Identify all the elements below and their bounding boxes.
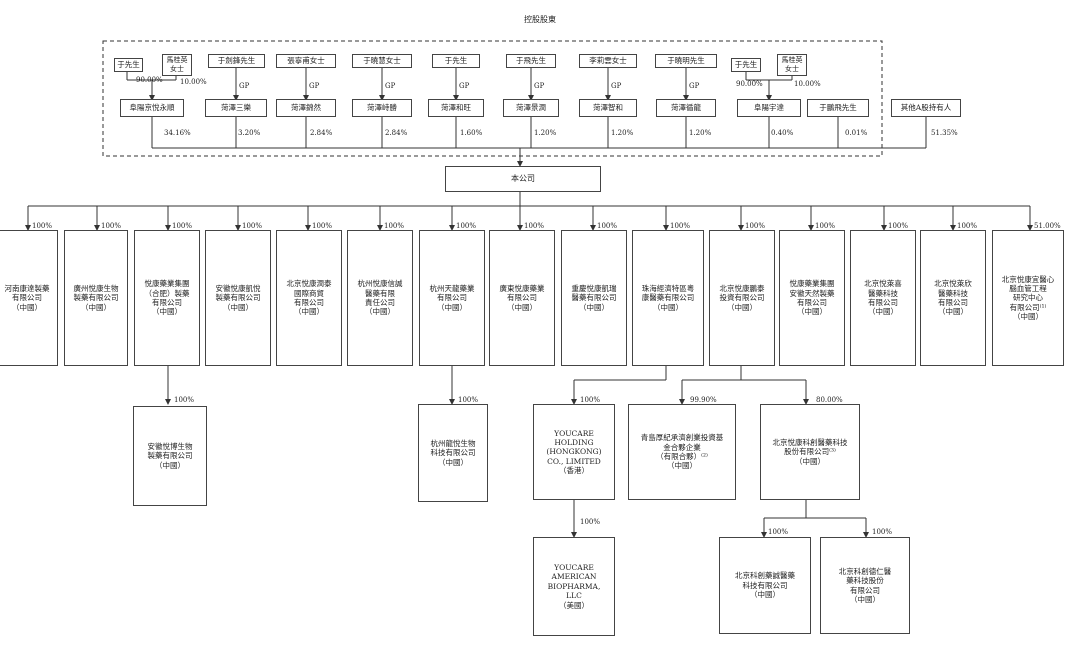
ownership-percent: 34.16% (164, 129, 191, 137)
subsidiary-box: 杭州天龍藥業 有限公司 （中國） (419, 230, 485, 366)
shareholder-box: 于先生 (114, 58, 143, 72)
ownership-percent: 2.84% (310, 129, 333, 137)
page-title: 控股股東 (524, 15, 556, 24)
ownership-percent: 10.00% (180, 78, 207, 86)
entity-box: 杭州龍悅生物 科技有限公司 （中國） (418, 404, 488, 502)
ownership-percent: 100% (174, 396, 195, 404)
subsidiary-box: 北京悅康宜醫心 腦血管工程 研究中心 有限公司⁽¹⁾ （中國） (992, 230, 1064, 366)
ownership-percent: 90.00% (136, 76, 163, 84)
gp-label: GP (239, 82, 250, 90)
gp-label: GP (309, 82, 320, 90)
ownership-percent: 99.90% (690, 396, 717, 404)
entity-box: 安徽悅博生物 製藥有限公司 （中國） (133, 406, 207, 506)
entity-box: 北京科創藥誠醫藥 科技有限公司 （中國） (719, 537, 811, 634)
ownership-percent: 100% (172, 222, 193, 230)
entity-box: 菏澤景潤 (503, 99, 559, 117)
shareholder-box: 于劍鋒先生 (208, 54, 265, 68)
ownership-percent: 80.00% (816, 396, 843, 404)
shareholder-box: 于先生 (731, 58, 761, 72)
entity-box: 阜陽宇達 (737, 99, 801, 117)
subsidiary-box: 珠海經濟特區粵 康醫藥有限公司 （中國） (632, 230, 704, 366)
ownership-percent: 100% (242, 222, 263, 230)
ownership-percent: 0.01% (845, 129, 868, 137)
entity-box: 青島厚紀承濟創業投資基 金合夥企業 （有限合夥）⁽²⁾ （中國） (628, 404, 736, 500)
company-box: 本公司 (445, 166, 601, 192)
subsidiary-box: 悅康藥業集團 （合肥）製藥 有限公司 （中國） (134, 230, 200, 366)
entity-box: YOUCARE HOLDING (HONGKONG) CO., LIMITED … (533, 404, 615, 500)
shareholder-box: 于先生 (432, 54, 480, 68)
ownership-percent: 100% (384, 222, 405, 230)
entity-box: 菏澤峙勝 (352, 99, 412, 117)
ownership-percent: 100% (888, 222, 909, 230)
ownership-percent: 100% (768, 528, 789, 536)
ownership-percent: 100% (101, 222, 122, 230)
ownership-percent: 100% (957, 222, 978, 230)
subsidiary-box: 北京悅萊喜 醫藥科技 有限公司 （中國） (850, 230, 916, 366)
subsidiary-box: 北京悅康潤泰 國際商貿 有限公司 （中國） (276, 230, 342, 366)
subsidiary-box: 杭州悅康信誠 醫藥有限 責任公司 （中國） (347, 230, 413, 366)
entity-box: 其他A股持有人 (891, 99, 961, 117)
ownership-percent: 10.00% (794, 80, 821, 88)
entity-box: 北京悅康科創醫藥科技 股份有限公司⁽³⁾ （中國） (760, 404, 860, 500)
subsidiary-box: 北京悅康鵬泰 投資有限公司 （中國） (709, 230, 775, 366)
ownership-percent: 100% (524, 222, 545, 230)
ownership-percent: 100% (745, 222, 766, 230)
entity-box: 菏澤和旺 (428, 99, 484, 117)
ownership-percent: 100% (458, 396, 479, 404)
ownership-percent: 51.35% (931, 129, 958, 137)
ownership-percent: 100% (815, 222, 836, 230)
ownership-percent: 1.20% (689, 129, 712, 137)
shareholder-box: 于曉慧女士 (352, 54, 412, 68)
ownership-percent: 100% (872, 528, 893, 536)
entity-box: 菏澤循龍 (656, 99, 716, 117)
subsidiary-box: 廣州悅康生物 製藥有限公司 （中國） (64, 230, 128, 366)
ownership-percent: 100% (312, 222, 333, 230)
entity-box: 菏澤錦然 (276, 99, 336, 117)
shareholder-box: 馬桂英 女士 (162, 54, 192, 76)
entity-box: 菏澤三樂 (205, 99, 267, 117)
ownership-percent: 100% (580, 396, 601, 404)
subsidiary-box: 廣東悅康藥業 有限公司 （中國） (489, 230, 555, 366)
shareholder-box: 于曉明先生 (655, 54, 717, 68)
entity-box: 北京科創德仁醫 藥科技股份 有限公司 （中國） (820, 537, 910, 634)
ownership-percent: 1.20% (534, 129, 557, 137)
subsidiary-box: 重慶悅康凱瑞 醫藥有限公司 （中國） (561, 230, 627, 366)
ownership-percent: 0.40% (771, 129, 794, 137)
ownership-percent: 51.00% (1034, 222, 1061, 230)
ownership-percent: 100% (670, 222, 691, 230)
ownership-percent: 1.20% (611, 129, 634, 137)
entity-box: 菏澤智和 (579, 99, 637, 117)
ownership-percent: 2.84% (385, 129, 408, 137)
ownership-percent: 100% (456, 222, 477, 230)
ownership-percent: 90.00% (736, 80, 763, 88)
ownership-percent: 100% (597, 222, 618, 230)
subsidiary-box: 悅康藥業集團 安徽天然製藥 有限公司 （中國） (779, 230, 845, 366)
gp-label: GP (534, 82, 545, 90)
gp-label: GP (689, 82, 700, 90)
shareholder-box: 張寧甫女士 (276, 54, 336, 68)
shareholder-box: 李莉雲女士 (579, 54, 637, 68)
ownership-percent: 100% (32, 222, 53, 230)
gp-label: GP (459, 82, 470, 90)
entity-box: 于鵬飛先生 (807, 99, 869, 117)
ownership-percent: 3.20% (238, 129, 261, 137)
ownership-percent: 100% (580, 518, 601, 526)
gp-label: GP (385, 82, 396, 90)
subsidiary-box: 安徽悅康凱悅 製藥有限公司 （中國） (205, 230, 271, 366)
subsidiary-box: 北京悅萊欣 醫藥科技 有限公司 （中國） (920, 230, 986, 366)
gp-label: GP (611, 82, 622, 90)
shareholder-box: 馬桂英 女士 (777, 54, 807, 76)
shareholder-box: 于飛先生 (506, 54, 556, 68)
entity-box: YOUCARE AMERICAN BIOPHARMA, LLC （美國） (533, 537, 615, 636)
entity-box: 阜陽京悅永順 (120, 99, 184, 117)
subsidiary-box: 河南康達製藥 有限公司 （中國） (0, 230, 58, 366)
ownership-percent: 1.60% (460, 129, 483, 137)
